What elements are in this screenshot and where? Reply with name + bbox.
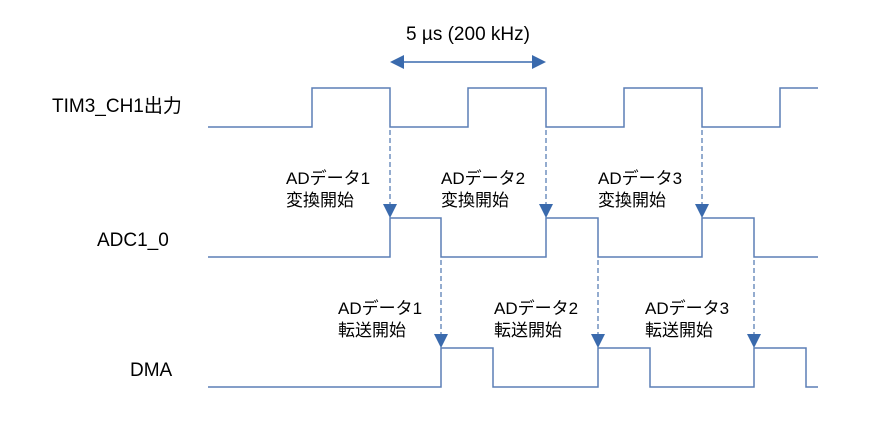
arrow-down-icon [383,204,397,218]
period-arrow-right-icon [532,55,546,69]
period-label: 5 µs (200 kHz) [406,24,530,45]
dma-event-2-line1: ADデータ2 [494,298,578,318]
dma-event-1-line2: 転送開始 [338,321,406,340]
dma-event-3-line1: ADデータ3 [645,298,729,318]
arrow-down-icon [539,204,553,218]
adc-event-1-line2: 変換開始 [286,191,354,210]
adc-waveform [208,217,818,258]
arrow-down-icon [747,334,761,348]
adc-trigger-arrows [383,130,709,218]
dma-event-3-line2: 転送開始 [645,321,713,340]
arrow-down-icon [591,334,605,348]
dma-waveform [208,347,818,388]
adc-event-3-line1: ADデータ3 [598,168,682,188]
signal-label-tim3: TIM3_CH1出力 [52,95,182,117]
arrow-down-icon [434,334,448,348]
adc-event-3-line2: 変換開始 [598,191,666,210]
period-arrow-left-icon [390,55,404,69]
adc-event-2-line1: ADデータ2 [441,168,525,188]
dma-trigger-arrows [434,260,761,348]
adc-event-1-line1: ADデータ1 [286,168,370,188]
adc-event-2-line2: 変換開始 [441,191,509,210]
arrow-down-icon [695,204,709,218]
signal-label-dma: DMA [130,360,173,381]
dma-event-1-line1: ADデータ1 [338,298,422,318]
tim3-waveform [208,87,818,128]
dma-event-2-line2: 転送開始 [494,321,562,340]
signal-label-adc: ADC1_0 [97,230,169,251]
